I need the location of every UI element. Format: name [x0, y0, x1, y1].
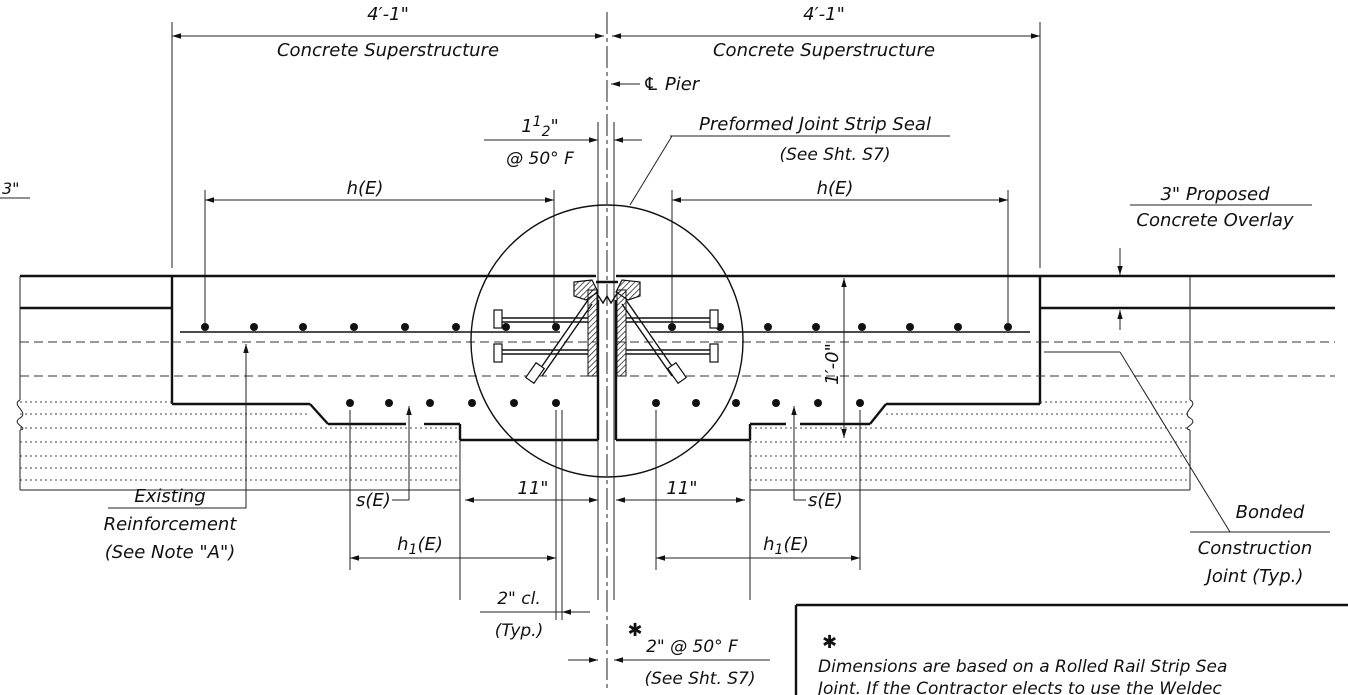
- right-slab: [614, 274, 1335, 442]
- h-right-label: h(E): [817, 178, 854, 199]
- s-right-label: s(E): [808, 490, 843, 511]
- joint-assembly-right: [615, 279, 719, 385]
- bottom-rebar-dots: [346, 399, 864, 407]
- note-line-2: Joint. If the Contractor elects to use t…: [815, 679, 1222, 695]
- seal-leader: [629, 135, 673, 206]
- top-rebar-dots: [201, 323, 1012, 331]
- top-dimension-right: [612, 22, 1041, 268]
- edge-3-label: 3": [2, 179, 20, 198]
- note-box: [794, 603, 1348, 695]
- top-dimension-left: [171, 22, 604, 268]
- pier-label: ℄ Pier: [643, 74, 701, 95]
- star-dim: 2" @ 50° F: [646, 637, 738, 657]
- existing-label-2: Reinforcement: [104, 514, 238, 535]
- overlay-label-1: 3" Proposed: [1160, 184, 1270, 205]
- existing-deck-lines: [16, 276, 1335, 491]
- right-width-dim: 4′-1": [803, 4, 845, 25]
- clear-dim: 2" cl.: [497, 589, 541, 609]
- bonded-label-1: Bonded: [1236, 502, 1305, 523]
- strip-seal: [595, 291, 619, 305]
- existing-label-1: Existing: [134, 486, 205, 507]
- note-symbol: ✱: [822, 632, 837, 653]
- h1-right-label: h1(E): [763, 534, 809, 558]
- left-width-label: Concrete Superstructure: [277, 40, 499, 61]
- bonded-leader: [1119, 351, 1231, 533]
- h-left-label: h(E): [347, 178, 384, 199]
- left-width-dim: 4′-1": [367, 4, 409, 25]
- star-symbol: ✱: [627, 620, 642, 641]
- note-line-1: Dimensions are based on a Rolled Rail St…: [818, 657, 1227, 677]
- h1-left-label: h1(E): [397, 534, 443, 558]
- s-left-label: s(E): [356, 490, 391, 511]
- clear-typ: (Typ.): [495, 621, 543, 641]
- dim-11-left-label: 11": [517, 478, 548, 499]
- left-slab: [20, 274, 600, 442]
- existing-label-3: (See Note "A"): [105, 542, 236, 563]
- dim-11-right-label: 11": [666, 478, 697, 499]
- right-width-label: Concrete Superstructure: [713, 40, 935, 61]
- seal-ref: (See Sht. S7): [779, 145, 890, 165]
- seal-label: Preformed Joint Strip Seal: [699, 114, 931, 135]
- gap-temp: @ 50° F: [506, 149, 574, 169]
- depth-dim: 1′-0": [822, 343, 843, 385]
- detail-circle: [470, 204, 744, 478]
- overlay-label-2-text: Concrete Overlay: [1136, 210, 1294, 231]
- joint-assembly-left: [493, 279, 599, 385]
- star-ref: (See Sht. S7): [644, 669, 755, 689]
- bonded-label-3: Joint (Typ.): [1204, 566, 1304, 587]
- bonded-label-2: Construction: [1198, 538, 1313, 559]
- gap-dim: 112": [521, 114, 559, 140]
